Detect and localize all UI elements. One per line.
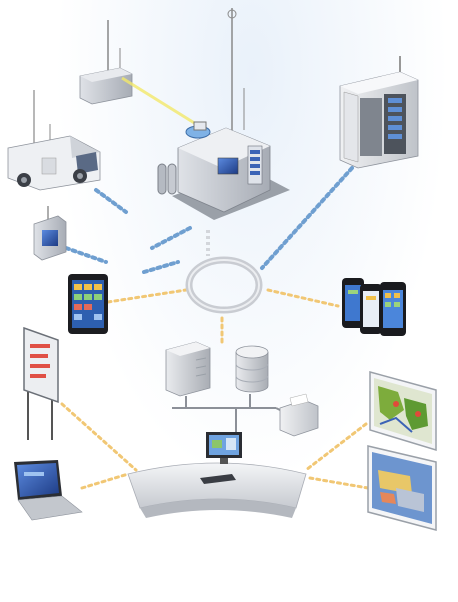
- laptop-icon: [14, 460, 83, 521]
- lan-bus: [172, 394, 289, 434]
- led-display-board-icon: [23, 326, 59, 440]
- mobile-monitoring-van-icon: [7, 90, 101, 191]
- tablet-icon: [68, 274, 108, 334]
- printer-icon: [279, 393, 319, 437]
- wired-link-laptop: [80, 472, 130, 490]
- network-ring-icon: [185, 256, 263, 314]
- wired-link-tablet: [106, 288, 188, 304]
- monitoring-station-building-icon: [157, 8, 290, 220]
- smartphones-icon: [342, 278, 406, 336]
- wired-link-map-1: [304, 422, 368, 472]
- wireless-link-vehicle: [94, 188, 128, 214]
- wired-links: [60, 288, 370, 490]
- wired-link-led-board: [60, 402, 138, 472]
- database-icon: [235, 345, 269, 393]
- server-icon: [165, 341, 211, 397]
- wireless-link-hub-left: [142, 260, 180, 274]
- map-display-icon: [369, 371, 437, 452]
- remote-monitoring-station-icon: [79, 20, 197, 126]
- microwave-beam: [121, 76, 197, 126]
- wired-link-map-2: [308, 476, 370, 490]
- instrument-cabinet-icon: [339, 56, 419, 169]
- small-monitoring-station-icon: [33, 206, 67, 261]
- wired-link-phones: [266, 288, 340, 308]
- wireless-link-main-station: [150, 226, 192, 250]
- wireless-links: [64, 166, 354, 274]
- wireless-link-cabinet: [260, 166, 354, 270]
- wireless-link-small-station: [64, 246, 108, 264]
- monitoring-workstation-icon: [127, 432, 307, 518]
- 3d-map-display-icon: [367, 445, 437, 531]
